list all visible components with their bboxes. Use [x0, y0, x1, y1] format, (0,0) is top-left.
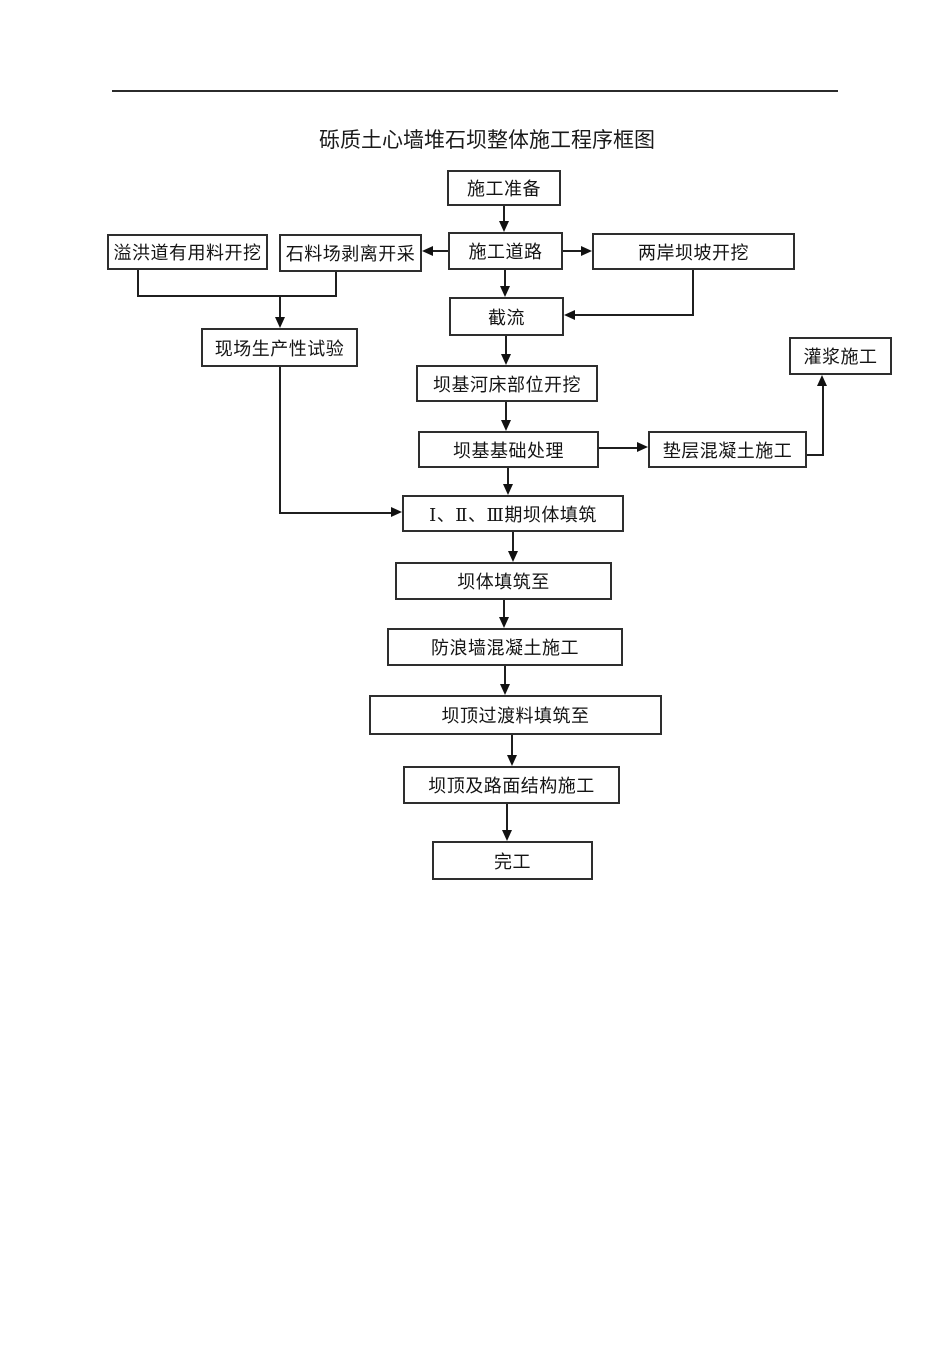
flow-arrowhead: [391, 507, 402, 517]
flow-arrowhead: [817, 375, 827, 386]
flow-line: [503, 206, 505, 222]
flow-arrowhead: [499, 617, 509, 628]
flow-line: [279, 367, 281, 514]
flow-line: [692, 270, 694, 316]
node-crest-transition-fill: 坝顶过渡料填筑至: [369, 695, 662, 735]
flow-line: [433, 250, 448, 252]
node-spillway-material-excavation: 溢洪道有用料开挖: [107, 234, 268, 270]
node-riverbed-foundation-excavation: 坝基河床部位开挖: [416, 365, 598, 402]
flow-line: [511, 735, 513, 756]
flow-line: [512, 532, 514, 552]
flow-line: [807, 454, 824, 456]
flow-line: [137, 270, 139, 297]
flow-arrowhead: [500, 286, 510, 297]
flow-line: [563, 250, 581, 252]
node-field-production-test: 现场生产性试验: [201, 328, 358, 367]
flow-line: [599, 447, 637, 449]
flow-arrowhead: [422, 246, 433, 256]
flow-line: [507, 468, 509, 485]
flow-line: [279, 296, 281, 318]
flow-arrowhead: [500, 684, 510, 695]
node-construction-preparation: 施工准备: [447, 170, 561, 206]
flow-line: [504, 270, 506, 287]
flow-arrowhead: [508, 551, 518, 562]
flow-line: [575, 314, 693, 316]
node-wave-wall-concrete: 防浪墙混凝土施工: [387, 628, 623, 666]
flow-line: [503, 600, 505, 618]
flow-arrowhead: [503, 484, 513, 495]
flow-arrowhead: [581, 246, 592, 256]
flow-arrowhead: [275, 317, 285, 328]
flow-line: [505, 336, 507, 355]
flow-arrowhead: [499, 221, 509, 232]
flow-line: [504, 666, 506, 685]
flow-arrowhead: [564, 310, 575, 320]
flow-line: [137, 295, 337, 297]
flow-line: [335, 272, 337, 297]
node-crest-pavement-structure: 坝顶及路面结构施工: [403, 766, 620, 804]
flow-arrowhead: [637, 442, 648, 452]
node-construction-road: 施工道路: [448, 232, 563, 270]
flow-line: [822, 385, 824, 456]
flow-arrowhead: [501, 420, 511, 431]
header-rule: [112, 90, 838, 92]
node-quarry-stripping: 石料场剥离开采: [279, 234, 422, 272]
node-river-closure: 截流: [449, 297, 564, 336]
node-dam-foundation-treatment: 坝基基础处理: [418, 431, 599, 468]
flow-arrowhead: [502, 830, 512, 841]
flow-arrowhead: [507, 755, 517, 766]
node-bank-slope-excavation: 两岸坝坡开挖: [592, 233, 795, 270]
node-grouting-construction: 灌浆施工: [789, 337, 892, 375]
flow-line: [506, 804, 508, 831]
page-title: 砾质土心墙堆石坝整体施工程序框图: [319, 128, 655, 152]
node-completion: 完工: [432, 841, 593, 880]
flow-arrowhead: [501, 354, 511, 365]
node-cushion-concrete: 垫层混凝土施工: [648, 431, 807, 468]
flow-line: [505, 402, 507, 421]
node-dam-body-filled-to: 坝体填筑至: [395, 562, 612, 600]
flow-line: [279, 512, 391, 514]
node-dam-body-filling-phases: Ⅰ、Ⅱ、Ⅲ期坝体填筑: [402, 495, 624, 532]
